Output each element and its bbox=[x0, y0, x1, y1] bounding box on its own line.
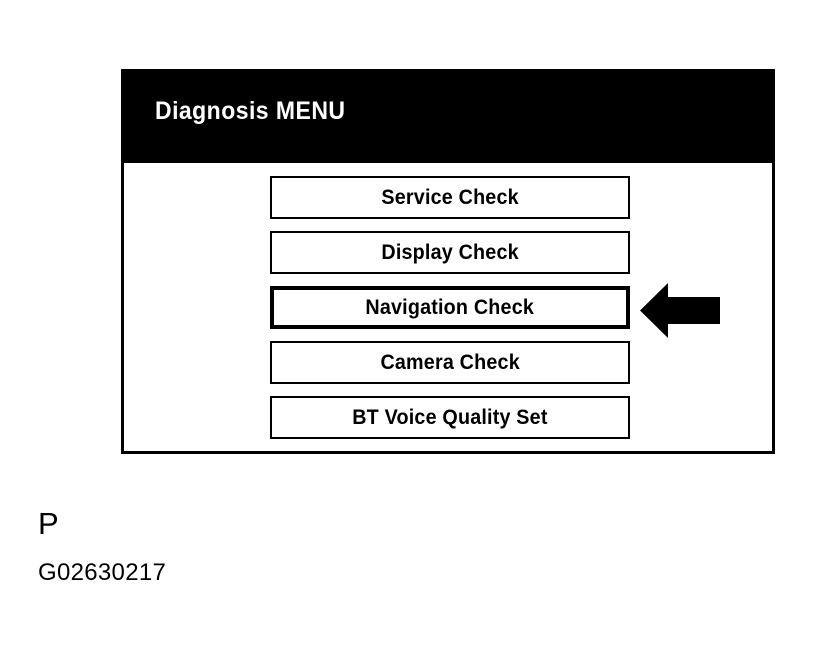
left-arrow-icon bbox=[640, 283, 720, 338]
menu-item-label: Service Check bbox=[381, 186, 519, 209]
menu-item-label: BT Voice Quality Set bbox=[352, 406, 548, 429]
menu-item-label: Display Check bbox=[381, 241, 519, 264]
screen-header-bar: Diagnosis MENU bbox=[124, 72, 772, 163]
figure-code: G02630217 bbox=[38, 559, 167, 586]
menu-item-label: Navigation Check bbox=[365, 296, 535, 319]
diagnosis-menu-list: Service Check Display Check Navigation C… bbox=[270, 176, 630, 451]
menu-item-camera-check[interactable]: Camera Check bbox=[270, 341, 630, 384]
menu-item-service-check[interactable]: Service Check bbox=[270, 176, 630, 219]
menu-item-navigation-check[interactable]: Navigation Check bbox=[270, 286, 630, 329]
menu-item-display-check[interactable]: Display Check bbox=[270, 231, 630, 274]
menu-item-label: Camera Check bbox=[380, 351, 520, 374]
page-title: Diagnosis MENU bbox=[155, 97, 346, 125]
diagnosis-screen: Diagnosis MENU Service Check Display Che… bbox=[121, 69, 775, 454]
menu-item-bt-voice-quality-set[interactable]: BT Voice Quality Set bbox=[270, 396, 630, 439]
caption-marker: P bbox=[38, 506, 59, 541]
